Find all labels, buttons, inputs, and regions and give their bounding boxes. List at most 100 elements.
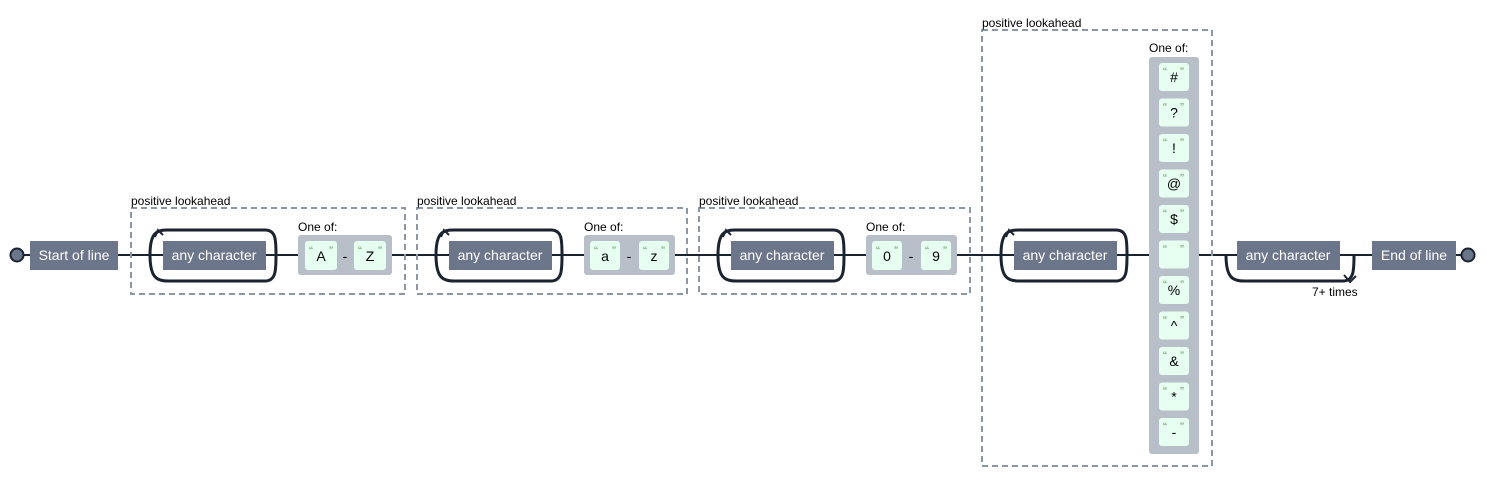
special-char-value: - [1172,424,1177,440]
lookahead-3-border [698,207,971,295]
quote-open: “ [594,244,598,258]
lookahead-3-arrow-icon [722,228,732,238]
lookahead-4-arrow-icon [1005,228,1015,238]
special-char-value: & [1169,353,1179,369]
quote-open: “ [358,244,362,258]
quote-open: “ [1163,172,1167,186]
final-any-char-node[interactable] [1237,241,1340,270]
lookahead-1-loop-top [148,228,278,256]
start-terminal-icon [9,247,25,263]
start-of-line-label: Start of line [39,247,110,263]
end-of-line-label: End of line [1381,247,1447,263]
end-of-line-node[interactable] [1372,241,1456,270]
lookahead-2-range-to[interactable] [639,241,669,270]
quote-close: ” [1180,243,1184,257]
lookahead-1-range-from[interactable] [305,241,337,270]
quote-close: ” [1180,172,1184,186]
lookahead-4-loop-bottom [999,254,1129,283]
special-char-value: $ [1170,211,1178,227]
lookahead-2-one-of-label: One of: [584,220,623,234]
quote-open: “ [925,244,929,258]
lookahead-2-label: positive lookahead [417,194,516,208]
lookahead-4-any-char-label: any character [1023,247,1108,263]
lookahead-1-from-char: A [316,248,326,264]
special-char-value: ! [1172,140,1176,156]
special-char-value: ? [1170,105,1178,121]
lookahead-1-arrow-icon [154,228,164,238]
lookahead-1-label: positive lookahead [131,194,230,208]
lookahead-3-range-to[interactable] [921,241,951,270]
lookahead-3-any-char-label: any character [740,247,825,263]
lookahead-4-one-of-label: One of: [1149,41,1188,55]
special-char-value: # [1170,69,1178,85]
lookahead-2-loop-bottom [434,254,564,283]
quote-open: “ [1163,101,1167,115]
final-repeat-group: any character 7+ times [1224,241,1358,299]
special-char-literal[interactable] [1159,276,1189,304]
special-char-literal[interactable] [1159,63,1189,91]
lookahead-2-loop-top [434,228,564,256]
lookahead-2-border [416,207,688,295]
lookahead-3-any-char-node[interactable] [731,241,834,270]
lookahead-2-from-char: a [601,248,609,264]
quote-open: “ [1163,65,1167,79]
quote-open: “ [1163,349,1167,363]
quote-close: ” [1180,65,1184,79]
lookahead-group-1: positive lookahead any character One of:… [130,194,406,295]
special-char-literal[interactable] [1159,98,1189,127]
lookahead-4-any-char-node[interactable] [1014,241,1117,270]
lookahead-2-to-char: z [651,248,658,264]
special-char-literal[interactable] [1159,382,1189,411]
quote-close: ” [894,244,898,258]
end-terminal-icon [1460,247,1476,263]
lookahead-3-range-from[interactable] [872,241,902,270]
quote-open: “ [1163,314,1167,328]
quote-open: “ [1163,385,1167,399]
quote-close: ” [378,244,382,258]
lookahead-1-range-to[interactable] [354,241,386,270]
lookahead-group-3: positive lookahead any character One of:… [698,194,971,295]
special-char-value: @ [1167,176,1181,192]
start-of-line-node[interactable] [30,241,118,270]
quote-close: ” [1180,278,1184,292]
lookahead-2-range-from[interactable] [590,241,620,270]
lookahead-4-loop-top [999,228,1129,256]
quote-close: ” [1180,349,1184,363]
lookahead-1-any-char-label: any character [172,247,257,263]
quote-close: ” [329,244,333,258]
quote-close: ” [661,244,665,258]
special-char-literal[interactable] [1159,240,1189,269]
lookahead-1-any-char-node[interactable] [163,241,266,270]
final-loop-arrow-icon [1343,274,1357,284]
lookahead-group-4: positive lookahead any character One of:… [981,16,1213,467]
quote-close: ” [943,244,947,258]
quote-open: “ [1163,207,1167,221]
quote-open: “ [1163,243,1167,257]
lookahead-1-range-dash: - [343,248,348,264]
lookahead-2-any-char-label: any character [458,247,543,263]
quote-close: ” [1180,385,1184,399]
special-char-literal[interactable] [1159,347,1189,375]
quote-open: “ [1163,420,1167,434]
lookahead-1-loop-bottom [148,254,278,283]
lookahead-1-one-of-label: One of: [298,220,337,234]
special-char-literal[interactable] [1159,169,1189,198]
quote-close: ” [612,244,616,258]
lookahead-4-label: positive lookahead [982,16,1081,30]
lookahead-3-range-dash: - [909,248,914,264]
special-char-literal[interactable] [1159,311,1189,340]
quote-close: ” [1180,136,1184,150]
lookahead-3-one-of-label: One of: [866,220,905,234]
quote-close: ” [1180,420,1184,434]
special-char-value: % [1168,282,1180,298]
final-loop-bottom [1224,254,1356,283]
quote-open: “ [1163,136,1167,150]
lookahead-2-any-char-node[interactable] [449,241,552,270]
special-char-literal[interactable] [1159,205,1189,233]
special-char-literal[interactable] [1159,418,1189,446]
special-char-literal[interactable] [1159,134,1189,162]
quote-close: ” [1180,207,1184,221]
quote-open: “ [876,244,880,258]
special-char-value: * [1171,389,1177,405]
